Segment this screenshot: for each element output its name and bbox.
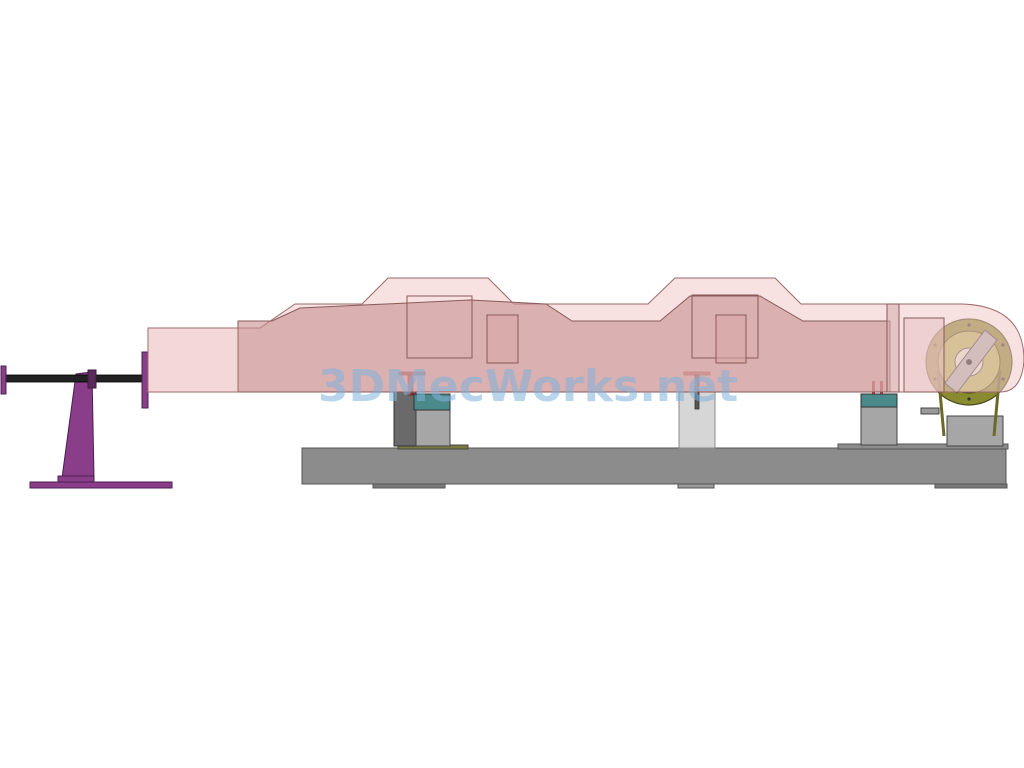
support-plate-right	[837, 443, 1009, 450]
tailstock-shaft	[3, 374, 147, 383]
tailstock-stand	[0, 351, 173, 489]
tailstock-base-plate	[29, 481, 173, 489]
head-side-tab	[920, 407, 940, 415]
fixture-nose	[147, 327, 239, 393]
support-block-light	[860, 406, 898, 446]
tailstock-collar	[87, 369, 97, 389]
base-foot-left	[372, 483, 446, 489]
base-frame-beam	[301, 447, 1007, 485]
fixture-window	[486, 314, 519, 364]
fixture-body	[147, 277, 1024, 393]
tailstock-foot	[57, 475, 95, 483]
fixture-end-housing	[903, 317, 945, 393]
support-block-light	[415, 409, 451, 447]
fixture-end-housing	[886, 303, 900, 393]
tailstock-shaft-end-left	[0, 365, 7, 395]
watermark-text: 3DMecWorks.net	[318, 361, 738, 412]
support-block-left	[393, 371, 469, 450]
base-foot-right	[934, 483, 1008, 489]
support-block-teal-cap	[413, 393, 451, 411]
base-foot-middle	[677, 483, 715, 489]
fixture-window	[406, 295, 473, 359]
tailstock-flange-right	[141, 351, 149, 409]
fixture-window	[715, 314, 747, 364]
base-frame	[301, 447, 1008, 489]
support-block-teal-cap	[860, 393, 898, 408]
